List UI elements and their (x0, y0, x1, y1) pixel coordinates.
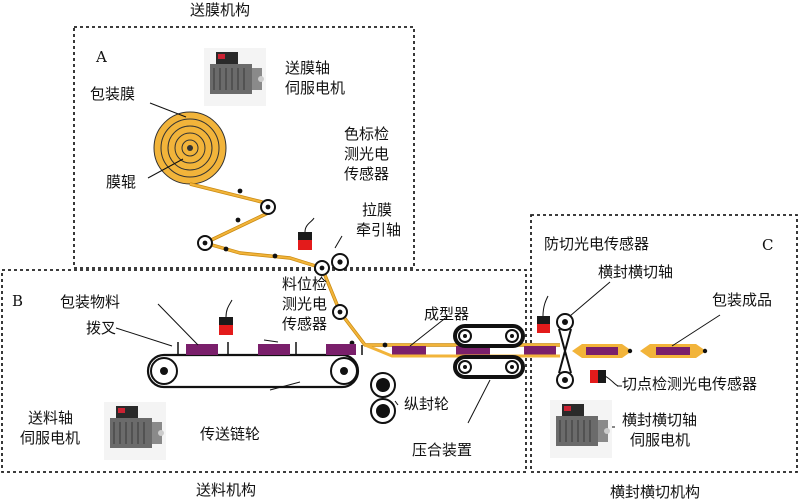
cross-servo-motor-image (550, 400, 612, 458)
section-b: B (12, 292, 24, 310)
label-packaging-film: 包装膜 (90, 85, 136, 103)
title-film-mechanism: 送膜机构 (190, 1, 251, 19)
conveyor-chain (146, 342, 363, 389)
package-dots (627, 348, 708, 354)
product-items (186, 344, 556, 356)
label-cross-servo: 横封横切轴伺服电机 (622, 411, 698, 449)
label-film-roll: 膜辊 (106, 173, 137, 191)
servo-motor-icon (210, 52, 264, 94)
film-servo-motor-image (204, 48, 266, 106)
label-cut-point-sensor: 切点检测光电传感器 (622, 375, 758, 393)
label-feed-servo: 送料轴伺服电机 (20, 409, 81, 447)
frame-cut-mechanism (530, 214, 798, 473)
label-long-seal: 纵封轮 (404, 395, 450, 413)
leader-lines (115, 102, 721, 428)
frame-film-mechanism (73, 26, 415, 269)
film-roll-icon (153, 111, 227, 185)
label-material-item: 包装物料 (60, 293, 121, 311)
label-material-sensor: 料位检测光电传感器 (282, 275, 328, 333)
servo-motor-icon (556, 404, 610, 446)
title-feed-mechanism: 送料机构 (196, 481, 257, 499)
label-pusher: 拨叉 (86, 319, 117, 337)
section-c: C (762, 236, 774, 254)
color-mark-sensor-icon (298, 217, 315, 250)
cross-cut-shaft (556, 313, 574, 389)
cut-point-sensor-icon (590, 370, 619, 387)
feed-servo-motor-image (104, 402, 166, 460)
material-sensor-icon (219, 299, 233, 335)
frame-feed-mechanism (1, 269, 527, 473)
label-press: 压合装置 (412, 441, 473, 459)
finished-packages (572, 344, 706, 358)
section-a: A (96, 48, 107, 66)
long-seal-wheels (370, 372, 396, 424)
label-film-servo: 送膜轴伺服电机 (285, 59, 346, 97)
servo-motor-icon (110, 406, 164, 448)
label-anti-cut-sensor: 防切光电传感器 (544, 235, 650, 253)
label-forming: 成型器 (424, 305, 470, 323)
title-cut-mechanism: 横封横切机构 (610, 483, 701, 501)
label-color-mark-sensor: 色标检测光电传感器 (344, 125, 390, 183)
label-cross-shaft: 横封横切轴 (598, 263, 674, 281)
label-pull-film: 拉膜牵引轴 (356, 201, 402, 239)
anti-cut-sensor-icon (537, 295, 550, 333)
press-device (453, 324, 525, 379)
label-product: 包装成品 (712, 291, 773, 309)
guide-roller-centers (202, 204, 343, 315)
label-chain: 传送链轮 (200, 425, 261, 443)
